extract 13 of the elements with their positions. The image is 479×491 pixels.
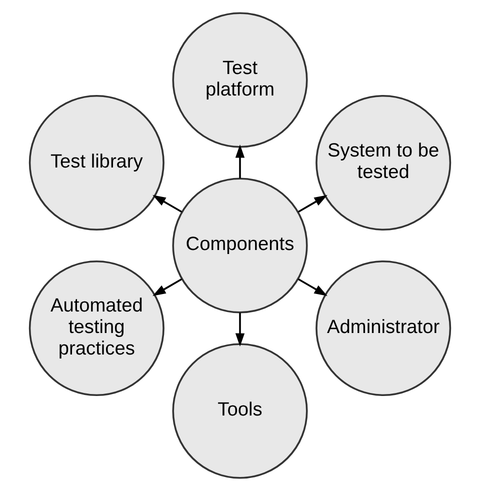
arrow — [297, 195, 327, 213]
arrow — [152, 195, 182, 213]
node-circle: Components — [172, 178, 308, 314]
arrow — [234, 312, 244, 346]
node-circle: Test platform — [172, 12, 308, 148]
arrow — [297, 278, 327, 296]
node-circle: Automated testing practices — [28, 260, 164, 396]
node-circle: Test library — [28, 94, 164, 231]
arrow — [152, 278, 182, 296]
arrow — [234, 144, 244, 178]
node-circle: System to be tested — [315, 94, 451, 231]
node-circle: Tools — [172, 343, 308, 479]
node-circle: Administrator — [315, 260, 451, 396]
